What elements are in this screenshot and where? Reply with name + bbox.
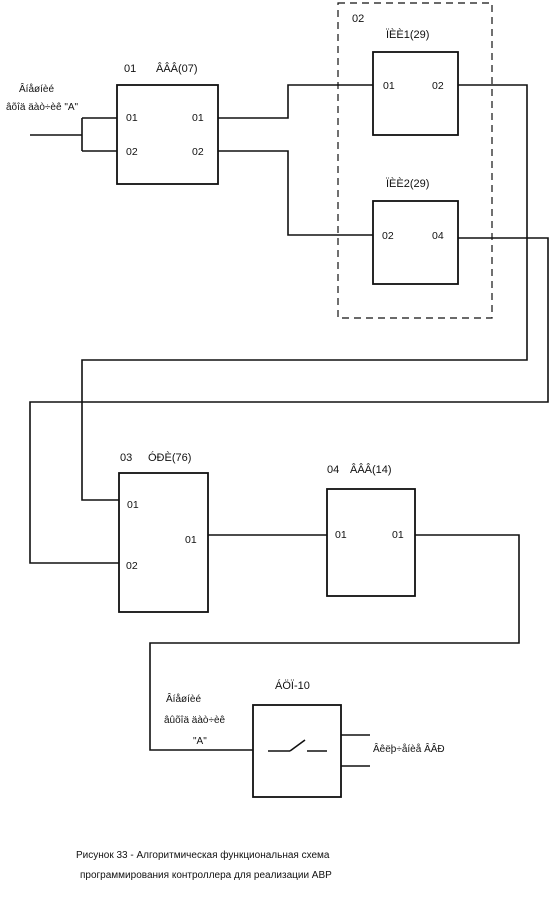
relay-title: ÁÖÏ-10 (275, 679, 310, 692)
wire-external-input (30, 117, 117, 152)
block-04-title: ÂÂÂ(14) (350, 463, 392, 476)
block-03-in2: 02 (126, 560, 138, 572)
relay-note-line2: âûõîä äàò÷èê (164, 715, 226, 726)
block-pie1-title: ÏÈÈ1(29) (386, 28, 429, 41)
block-pie1-out: 02 (432, 80, 444, 92)
wire-relay-outputs (341, 734, 370, 767)
relay-output-label: Âêëþ÷åíèå ÂÂÐ (373, 742, 445, 755)
block-03-in1: 01 (127, 499, 139, 511)
block-04-number: 04 (327, 464, 339, 476)
relay-note-line3: "A" (193, 736, 207, 747)
group-02-number: 02 (352, 13, 364, 25)
block-03 (118, 472, 209, 613)
block-01-title: ÂÂÂ(07) (156, 62, 198, 75)
block-01-out1: 01 (192, 112, 204, 124)
block-01-in2: 02 (126, 146, 138, 158)
relay-block (252, 704, 342, 798)
block-04-in: 01 (335, 529, 347, 541)
wire-pie2-to-03 (29, 237, 549, 564)
caption-line1: Рисунок 33 - Алгоритмическая функциональ… (76, 849, 330, 861)
input-note-line2: âõîä äàò÷èê "A" (6, 102, 79, 113)
group-02-frame (337, 2, 493, 319)
wire-04-to-relay (149, 534, 520, 751)
caption-line2: программирования контроллера для реализа… (80, 870, 332, 881)
input-note-line1: Âíåøíèé (19, 82, 54, 95)
block-03-title: ÓÐÈ(76) (148, 451, 191, 464)
block-03-out: 01 (185, 534, 197, 546)
relay-note-line1: Âíåøíèé (166, 692, 201, 705)
block-01-in1: 01 (126, 112, 138, 124)
block-01-out2: 02 (192, 146, 204, 158)
wire-02-to-pie2 (218, 150, 373, 236)
block-04-out: 01 (392, 529, 404, 541)
block-pie1-in: 01 (383, 80, 395, 92)
block-pie1 (372, 51, 459, 136)
block-pie2-out: 04 (432, 230, 444, 242)
block-pie2-title: ÏÈÈ2(29) (386, 177, 429, 190)
block-01-number: 01 (124, 63, 136, 75)
relay-contact-icon (268, 739, 327, 752)
block-pie2-in: 02 (382, 230, 394, 242)
wire-01-to-pie1 (218, 84, 373, 119)
block-03-number: 03 (120, 452, 132, 464)
block-04 (326, 488, 416, 597)
block-01 (116, 84, 219, 185)
wire-pie1-to-03 (81, 84, 528, 501)
block-pie2 (372, 200, 459, 285)
